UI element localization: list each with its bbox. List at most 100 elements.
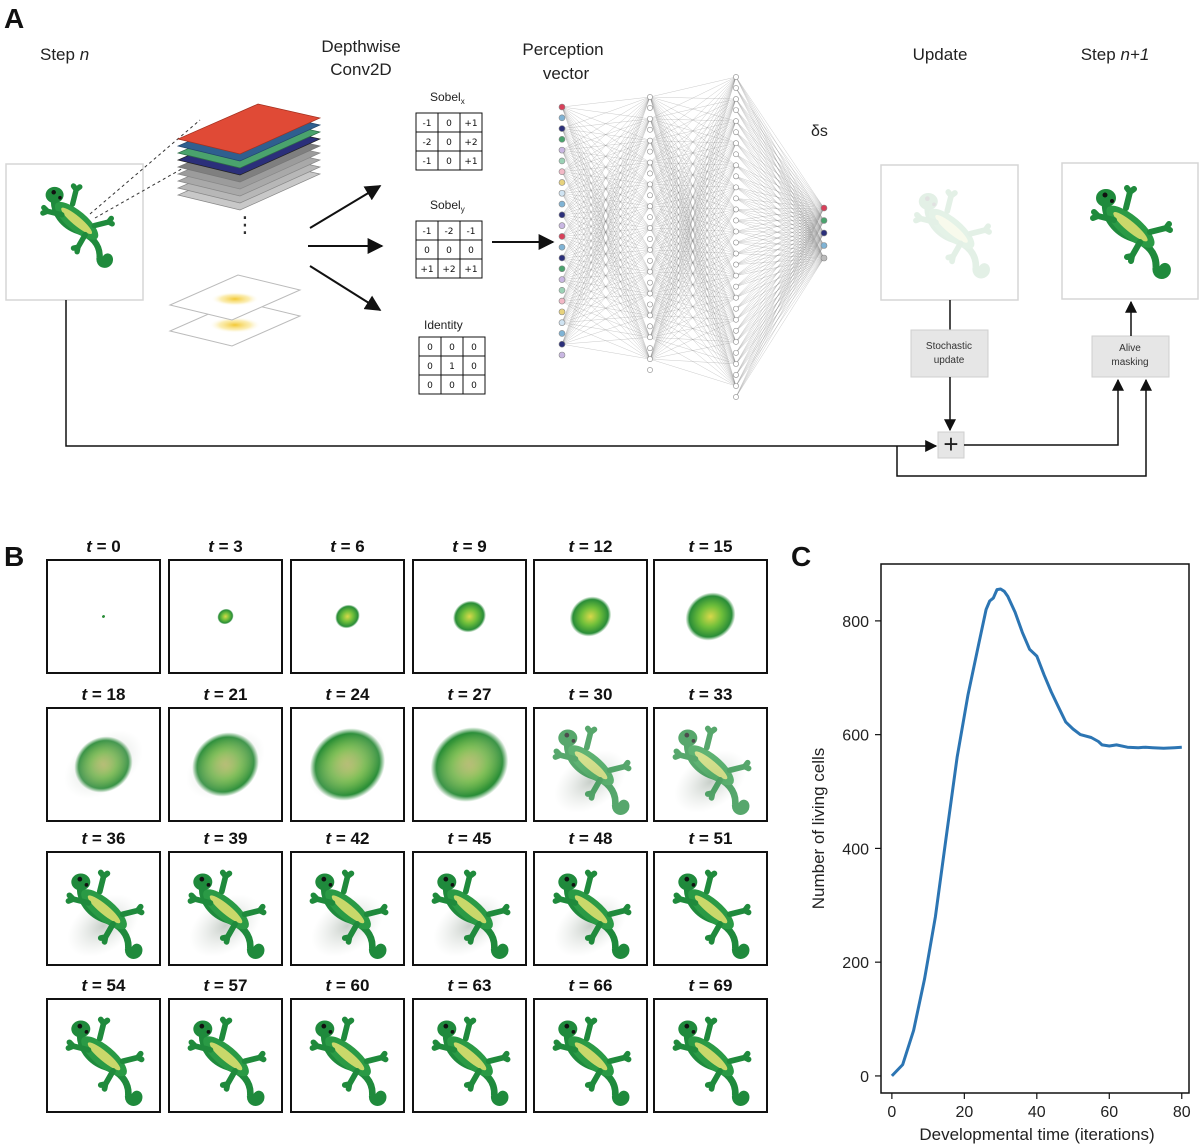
nn-node: [647, 126, 653, 133]
identity-value: 0: [471, 362, 477, 372]
frame-time-value: = 27: [453, 685, 491, 704]
nn-connection: [561, 96, 651, 302]
frame-t-var: t: [86, 537, 93, 556]
nn-connection: [735, 220, 825, 298]
nn-connection: [735, 154, 825, 221]
nn-connection: [735, 257, 825, 309]
sobel-x-label: Sobelx: [430, 90, 465, 106]
nn-connection: [735, 245, 825, 320]
frame-time-value: = 63: [453, 976, 491, 995]
nn-connection: [735, 165, 825, 234]
nn-node: [647, 94, 653, 100]
nn-connection: [735, 76, 825, 234]
nn-connection: [561, 96, 651, 172]
nn-connection: [561, 96, 651, 194]
nn-connection: [735, 209, 825, 221]
frame-time-label: t = 66: [569, 976, 613, 995]
frame-time-value: = 69: [694, 976, 732, 995]
x-tick-label: 80: [1173, 1104, 1191, 1121]
nn-connection: [735, 232, 825, 309]
frame-time-value: = 15: [694, 537, 732, 556]
growth-frame: [533, 998, 648, 1113]
growth-frame: [533, 851, 648, 966]
frame-time-label: t = 42: [326, 829, 370, 848]
frame-time-label: t = 0: [86, 537, 121, 556]
arrow-to-identity: [309, 265, 382, 311]
dying-cells-haze: [308, 730, 387, 799]
identity-value: 0: [449, 343, 455, 353]
prestate-to-alive-line: [896, 378, 1152, 477]
nn-connection: [561, 293, 651, 345]
nn-connection: [735, 87, 825, 234]
cell-colony: [685, 592, 736, 641]
nn-node: [733, 360, 739, 367]
nn-connection: [735, 220, 825, 309]
nn-connection: [561, 162, 651, 345]
nn-connection: [735, 220, 825, 398]
sobel-y-value: 0: [446, 246, 452, 256]
nn-connection: [735, 245, 825, 254]
y-tick-label: 0: [860, 1069, 869, 1086]
growth-frame: [533, 559, 648, 674]
frame-time-value: = 39: [209, 829, 247, 848]
x-tick-label: 0: [887, 1104, 896, 1121]
nn-connection: [735, 257, 825, 276]
sobel-y-value: -1: [423, 227, 432, 237]
nn-connection: [735, 242, 825, 259]
nn-connection: [649, 76, 737, 141]
nn-connection: [735, 245, 825, 365]
frame-time-label: t = 57: [204, 976, 248, 995]
growth-frame: [412, 998, 527, 1113]
nn-connection: [735, 207, 825, 298]
frame-t-var: t: [326, 976, 333, 995]
nn-node: [820, 217, 828, 224]
identity-value: 0: [449, 381, 455, 391]
nn-connection: [735, 176, 825, 221]
nn-node: [558, 319, 566, 326]
nn-connection: [735, 207, 825, 254]
frame-time-value: = 51: [694, 829, 732, 848]
nn-connection: [735, 245, 825, 287]
sobel-y-value: +1: [464, 265, 477, 275]
step-n-word: Step: [40, 45, 75, 64]
nn-node: [733, 140, 739, 147]
nn-connection: [735, 257, 825, 387]
skip-connection-line: [65, 300, 938, 452]
conv-label-2: Conv2D: [330, 60, 391, 79]
frame-t-var: t: [448, 685, 455, 704]
nn-node: [647, 323, 653, 330]
frame-time-label: t = 60: [326, 976, 370, 995]
nn-connection: [735, 231, 825, 234]
nn-connection: [735, 207, 825, 387]
frame-time-label: t = 33: [689, 685, 733, 704]
nn-connection: [735, 207, 825, 320]
frame-time-label: t = 48: [569, 829, 613, 848]
x-tick-label: 20: [955, 1104, 973, 1121]
nn-node: [733, 107, 739, 114]
nn-connection: [735, 242, 825, 246]
growth-frame: [168, 851, 283, 966]
sobel-x-value: 0: [446, 138, 452, 148]
nn-node: [733, 228, 739, 235]
nn-connection: [735, 87, 825, 221]
nn-connection: [735, 207, 825, 287]
y-tick-label: 800: [842, 614, 869, 631]
nn-connection: [735, 232, 825, 353]
nn-connection: [735, 132, 825, 246]
nn-connection: [735, 207, 825, 309]
nn-node: [733, 129, 739, 136]
frame-t-var: t: [689, 829, 696, 848]
nn-node: [647, 345, 653, 352]
nn-node: [558, 351, 566, 359]
frame-time-label: t = 30: [569, 685, 613, 704]
growth-frame: [412, 851, 527, 966]
sobel-y-value: -2: [445, 227, 454, 237]
frame-time-label: t = 9: [452, 537, 487, 556]
nn-connection: [649, 76, 737, 294]
nn-connection: [735, 231, 825, 259]
nn-connection: [561, 96, 651, 259]
nn-node: [647, 334, 653, 341]
